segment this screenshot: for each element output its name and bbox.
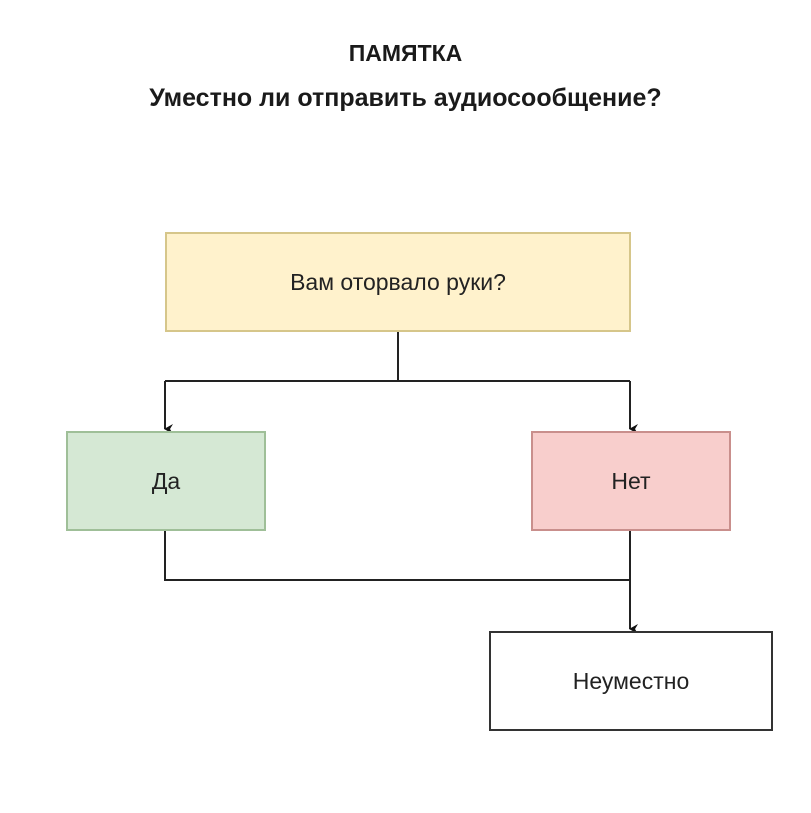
title: ПАМЯТКА — [348, 40, 463, 66]
subtitle: Уместно ли отправить аудиосообщение? — [149, 84, 662, 112]
result-node: Неуместно — [489, 631, 773, 731]
no-node: Нет — [531, 431, 731, 531]
yes-node: Да — [66, 431, 266, 531]
connector-yes-merge — [164, 531, 630, 581]
result-label: Неуместно — [572, 667, 690, 694]
yes-label: Да — [151, 467, 181, 494]
question-node: Вам оторвало руки? — [165, 232, 631, 332]
no-label: Нет — [611, 467, 651, 494]
question-label: Вам оторвало руки? — [290, 268, 506, 295]
